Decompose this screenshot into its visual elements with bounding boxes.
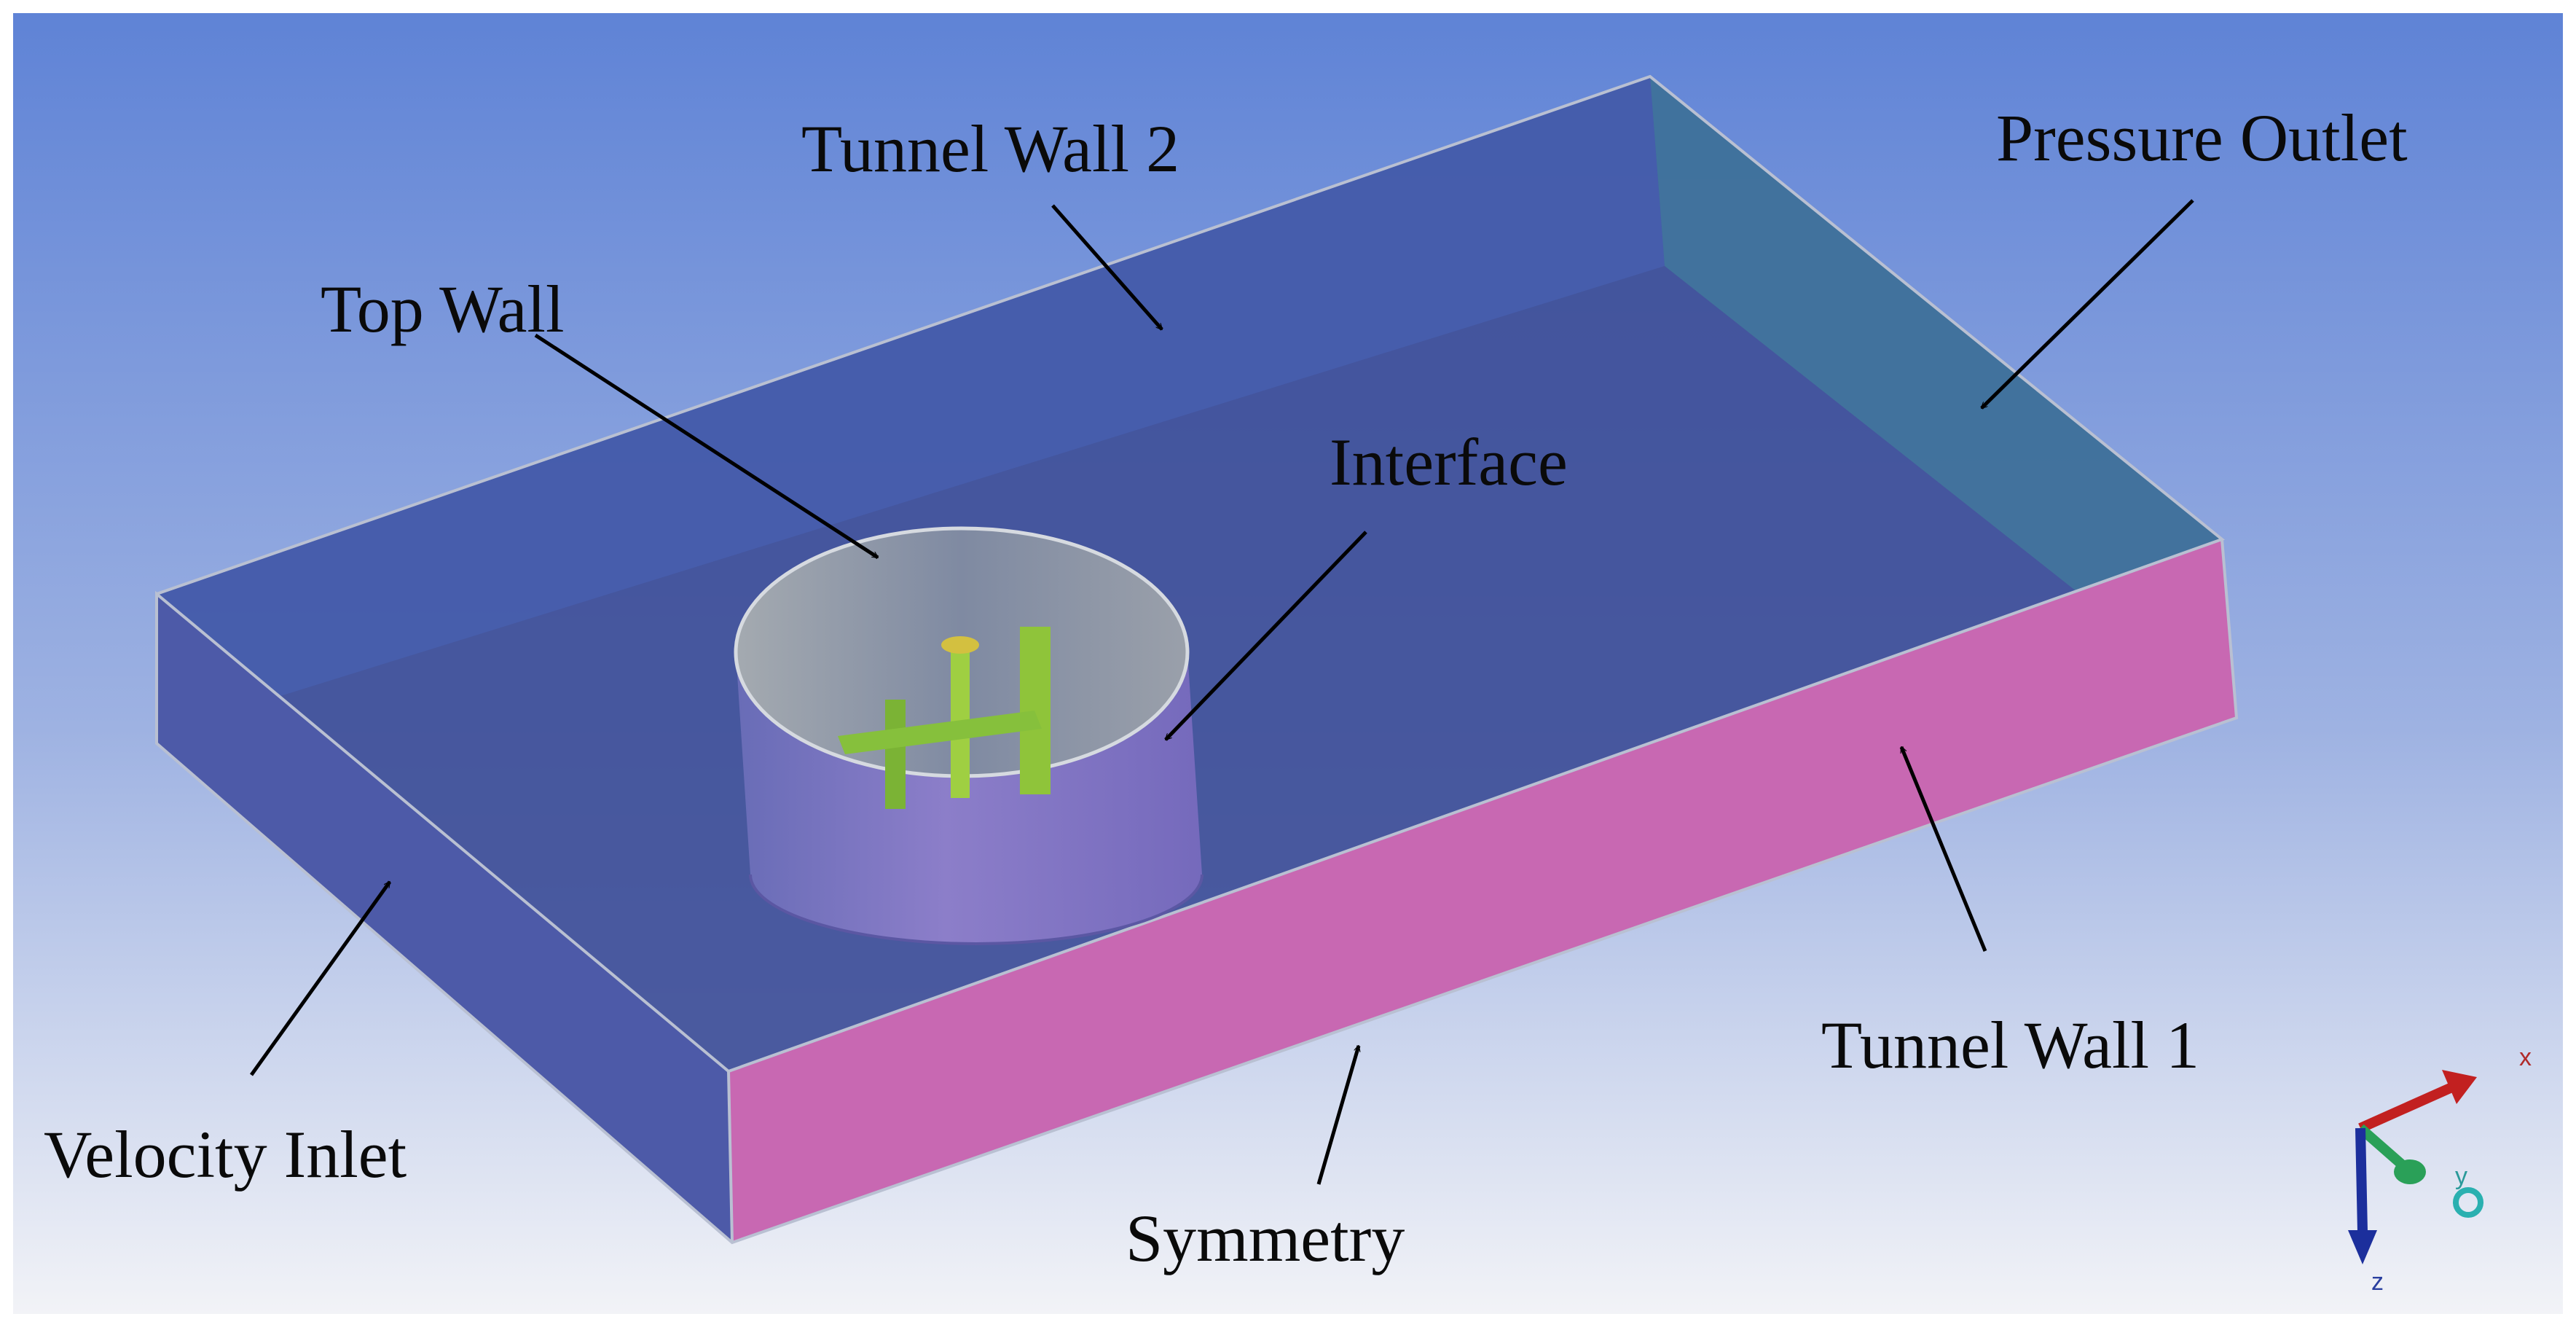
arrow-pressure-outlet <box>1980 199 2194 410</box>
z-axis-label: z <box>2371 1268 2384 1296</box>
x-axis-arrow <box>2358 1081 2457 1133</box>
leader-arrows <box>249 199 2194 1185</box>
floor-face <box>157 77 2222 1071</box>
tunnel-wall-1-face <box>729 539 2237 1243</box>
cylinder-front-rim <box>749 874 1203 945</box>
label-velocity-inlet: Velocity Inlet <box>44 1117 407 1192</box>
rotating-zone <box>734 526 1203 945</box>
label-top-wall: Top Wall <box>321 272 565 346</box>
domain-edge-front <box>727 1071 734 1243</box>
label-pressure-outlet: Pressure Outlet <box>1996 101 2408 175</box>
y-axis-label: y <box>2455 1162 2467 1190</box>
rotor-arm <box>838 711 1042 754</box>
arrow-velocity-inlet <box>249 882 392 1076</box>
back-wall-face <box>157 77 1665 729</box>
axis-triad: x y z <box>2348 1044 2532 1296</box>
outlet-face <box>1650 77 2237 718</box>
label-symmetry: Symmetry <box>1126 1201 1405 1275</box>
domain-edges <box>155 74 2239 1245</box>
turbine-rotor <box>838 627 1051 809</box>
z-axis-head <box>2348 1230 2377 1264</box>
tunnel-domain <box>155 74 2239 1245</box>
x-axis-label: x <box>2519 1044 2532 1071</box>
arrow-symmetry <box>1316 1046 1359 1185</box>
y-axis-head <box>2394 1159 2426 1184</box>
z-axis-arrow <box>2355 1127 2368 1232</box>
arrow-tunnel-wall-2 <box>1051 204 1163 331</box>
label-interface: Interface <box>1330 425 1568 499</box>
label-tunnel-wall-1: Tunnel Wall 1 <box>1821 1008 2199 1082</box>
y-axis-marker <box>2453 1187 2483 1218</box>
arrow-tunnel-wall-1 <box>1899 747 1987 952</box>
arrow-interface <box>1164 531 1367 741</box>
inlet-face <box>157 594 732 1243</box>
rotor-blade-1 <box>1020 627 1051 794</box>
rotor-hub <box>941 636 979 654</box>
label-tunnel-wall-2: Tunnel Wall 2 <box>801 112 1179 186</box>
rotor-blade-2 <box>885 700 906 809</box>
x-axis-head <box>2442 1070 2477 1104</box>
arrow-top-wall <box>534 333 878 560</box>
